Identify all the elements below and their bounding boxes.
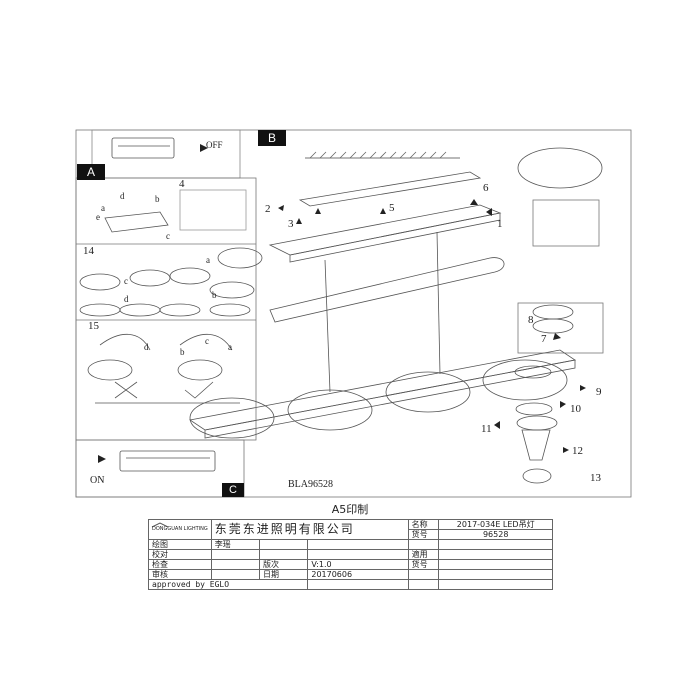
- part-a-label-15: a: [228, 342, 232, 352]
- item-value: 96528: [438, 529, 553, 540]
- callout-5: 5: [389, 202, 395, 214]
- callout-10: 10: [570, 403, 581, 415]
- step-4: 4: [179, 178, 185, 190]
- company-name: 东莞东进照明有限公司: [210, 519, 409, 540]
- part-c-label-14: c: [124, 276, 128, 286]
- step-14: 14: [83, 245, 94, 257]
- callout-1: 1: [497, 218, 503, 230]
- item-label: 货号: [407, 529, 440, 540]
- review-label: 审核: [148, 569, 212, 580]
- on-label: ON: [90, 475, 105, 486]
- part-b-label: b: [155, 194, 160, 204]
- callout-8: 8: [528, 314, 534, 326]
- off-label: OFF: [206, 140, 223, 150]
- part-d-label-14: d: [124, 294, 129, 304]
- version-value: V:1.0: [307, 559, 409, 570]
- callout-9: 9: [596, 386, 602, 398]
- callout-12: 12: [572, 445, 583, 457]
- drawn-label: 绘图: [148, 539, 212, 550]
- callout-11: 11: [481, 423, 492, 435]
- callout-13: 13: [590, 472, 601, 484]
- part-d-label-15: d: [144, 342, 149, 352]
- section-label-c: C: [222, 483, 244, 497]
- inspect-label: 检查: [148, 559, 212, 570]
- callout-3: 3: [288, 218, 294, 230]
- part-b-label-15: b: [180, 347, 185, 357]
- version-label: 版次: [259, 559, 309, 570]
- drawn-value: 李瑶: [210, 539, 261, 550]
- part-b-label-14: b: [212, 290, 217, 300]
- part-a-label-14: a: [206, 255, 210, 265]
- date-label: 日期: [259, 569, 309, 580]
- name-label: 名称: [407, 519, 440, 530]
- company-logo: DONGGUAN LIGHTING: [148, 519, 212, 540]
- callout-2: 2: [265, 203, 271, 215]
- name-value: 2017-034E LED吊灯: [438, 519, 553, 530]
- date-value: 20170606: [307, 569, 409, 580]
- title-block: DONGGUAN LIGHTING 东莞东进照明有限公司 名称 2017-034…: [147, 519, 553, 590]
- part-c-label-15: c: [205, 336, 209, 346]
- apply-label: 適用: [407, 549, 440, 560]
- section-label-b: B: [258, 130, 286, 146]
- check-label: 校对: [148, 549, 212, 560]
- part-d-label: d: [120, 191, 125, 201]
- step-15: 15: [88, 320, 99, 332]
- print-size-title: A5印制: [331, 503, 369, 516]
- part-e-label: e: [96, 212, 100, 222]
- part-c-label: c: [166, 231, 170, 241]
- section-label-a: A: [77, 164, 105, 180]
- callout-7: 7: [541, 333, 547, 345]
- model-number: BLA96528: [288, 479, 333, 490]
- item-label-2: 货号: [407, 559, 440, 570]
- part-a-label: a: [101, 203, 105, 213]
- callout-6: 6: [483, 182, 489, 194]
- approved-by: approved by EGLO: [147, 579, 309, 590]
